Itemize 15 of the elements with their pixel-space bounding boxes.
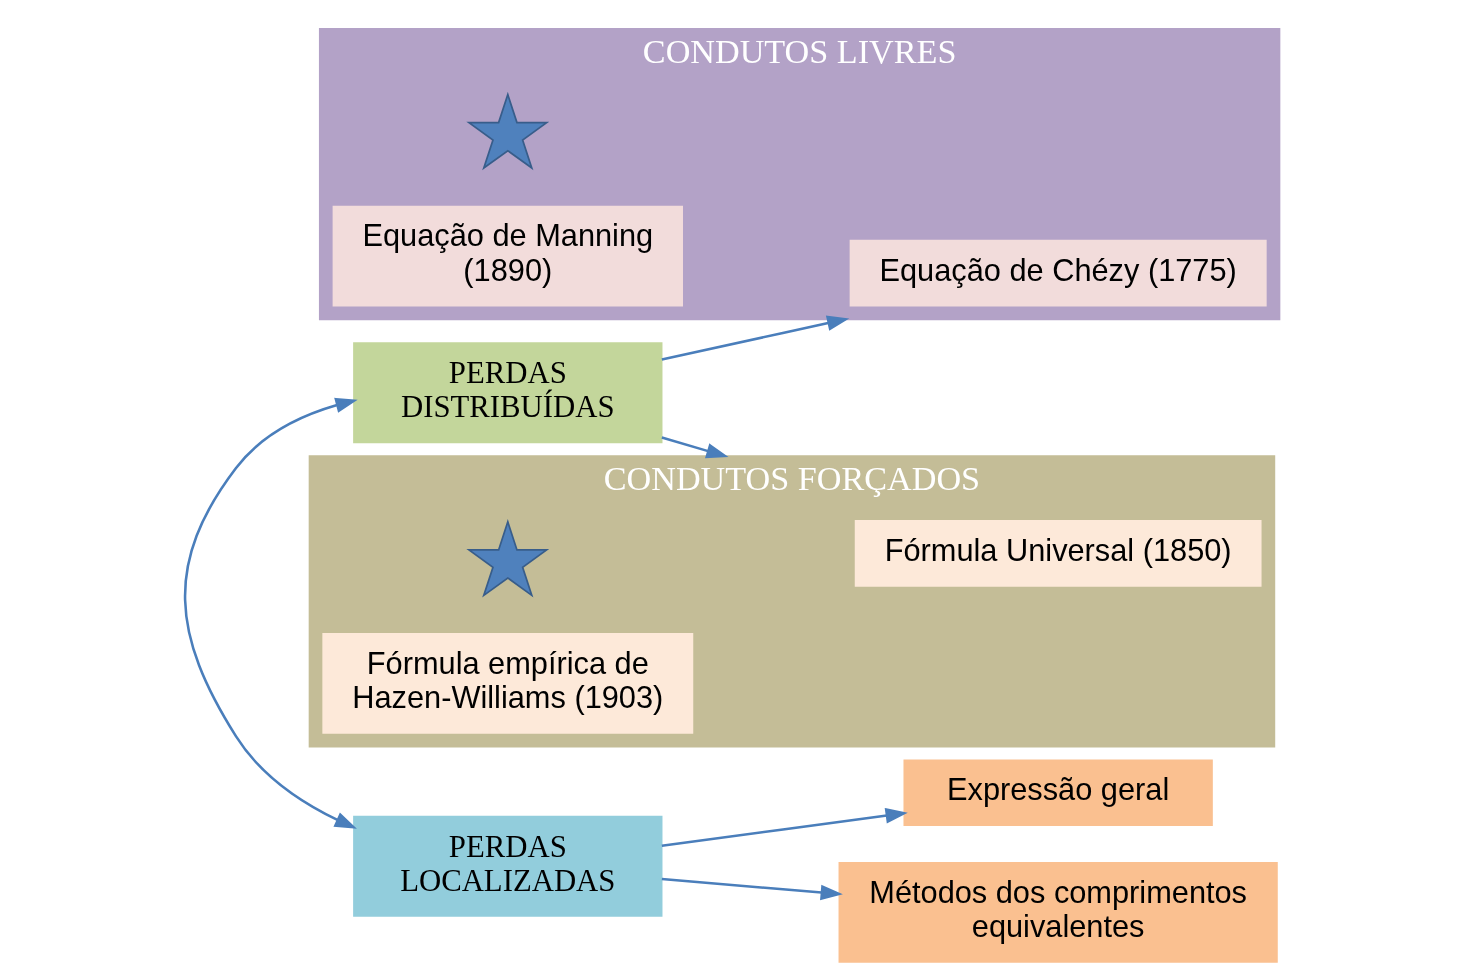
node-box: Fórmula empírica de Hazen-Williams (1903) (321, 632, 693, 734)
node-box: Expressão geral (902, 759, 1213, 827)
node-box: Equação de Manning (1890) (332, 205, 683, 307)
node-box: PERDAS DISTRIBUÍDAS (352, 342, 662, 444)
node-box: Fórmula Universal (1850) (854, 520, 1262, 587)
arrow (661, 877, 843, 901)
arrow (661, 315, 849, 361)
node-star (465, 91, 549, 171)
arrow (661, 436, 728, 459)
node-star (465, 519, 549, 598)
arrow (661, 807, 908, 847)
arrow (183, 397, 358, 829)
node-box: Equação de Chézy (1775) (849, 239, 1267, 307)
node-box: Métodos dos comprimentos equivalentes (838, 861, 1278, 963)
node-box: PERDAS LOCALIZADAS (352, 815, 662, 917)
